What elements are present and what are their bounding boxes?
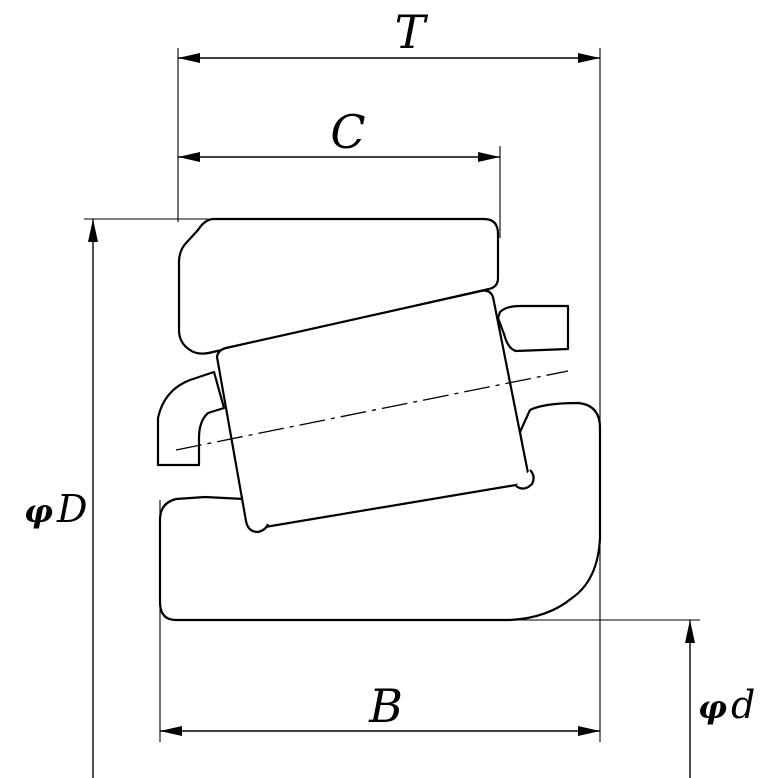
inner-ring [158,401,602,622]
label-B: B [368,679,403,733]
dimension-B [160,726,600,736]
label-phi-D: φ [24,492,53,530]
roller-axis-line [175,370,569,451]
cage-left [156,370,226,467]
dimension-C [178,152,500,162]
roller-contact-right [515,469,535,490]
roller-contact-left [244,520,270,534]
dimension-D [88,219,98,778]
label-d-group: φ d [698,683,755,727]
label-D-group: φ D [24,487,87,531]
dimension-T [178,53,600,63]
outer-ring [177,217,500,355]
label-D: D [56,487,87,531]
label-T: T [395,5,429,59]
cage-right [496,304,570,353]
label-C: C [330,105,365,159]
label-d: d [731,683,755,727]
label-phi-d: φ [698,688,727,726]
dimension-d [685,620,695,778]
